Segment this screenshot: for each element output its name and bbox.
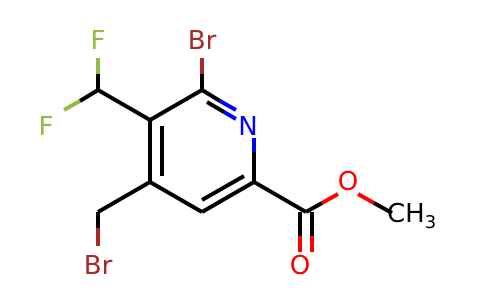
atom-br-ring: Br <box>188 26 217 56</box>
atom-f-left: F <box>39 112 54 142</box>
bond-c2-n <box>200 88 222 103</box>
bond-c2-n-blue <box>219 99 237 112</box>
bond-c2-n-double-blue <box>222 110 238 121</box>
bond-chf2-fleft <box>78 88 100 103</box>
atom-methyl-c: CH3 <box>387 199 436 233</box>
atom-br-methyl: Br <box>84 251 113 281</box>
atom-labels: Br N F F Br O O CH3 <box>39 26 437 281</box>
bond-c6-c5 <box>201 180 255 214</box>
bonds <box>63 58 393 252</box>
bond-c5-c4 <box>149 180 203 214</box>
bond-c2-n-double <box>205 100 226 114</box>
bond-cester-oether <box>305 201 323 214</box>
bond-oether-ch3 <box>373 201 393 215</box>
bond-c3-chf2 <box>97 88 151 122</box>
bond-c3-c2 <box>149 88 203 122</box>
methyl-ch: CH <box>387 199 425 229</box>
bond-c6-c5-double <box>201 174 245 202</box>
atom-o-ether: O <box>338 167 358 197</box>
bond-chf2-fleft-green <box>63 99 81 112</box>
atom-n-ring: N <box>238 112 257 142</box>
atom-f-top: F <box>91 26 106 56</box>
bond-cester-oether-red <box>321 192 339 205</box>
atom-o-carbonyl: O <box>290 251 310 281</box>
methyl-subscript: 3 <box>425 212 436 233</box>
bond-c6-cester <box>253 180 307 214</box>
bond-c4-ch2 <box>97 180 151 214</box>
bond-oether-ch3-red <box>357 192 375 205</box>
